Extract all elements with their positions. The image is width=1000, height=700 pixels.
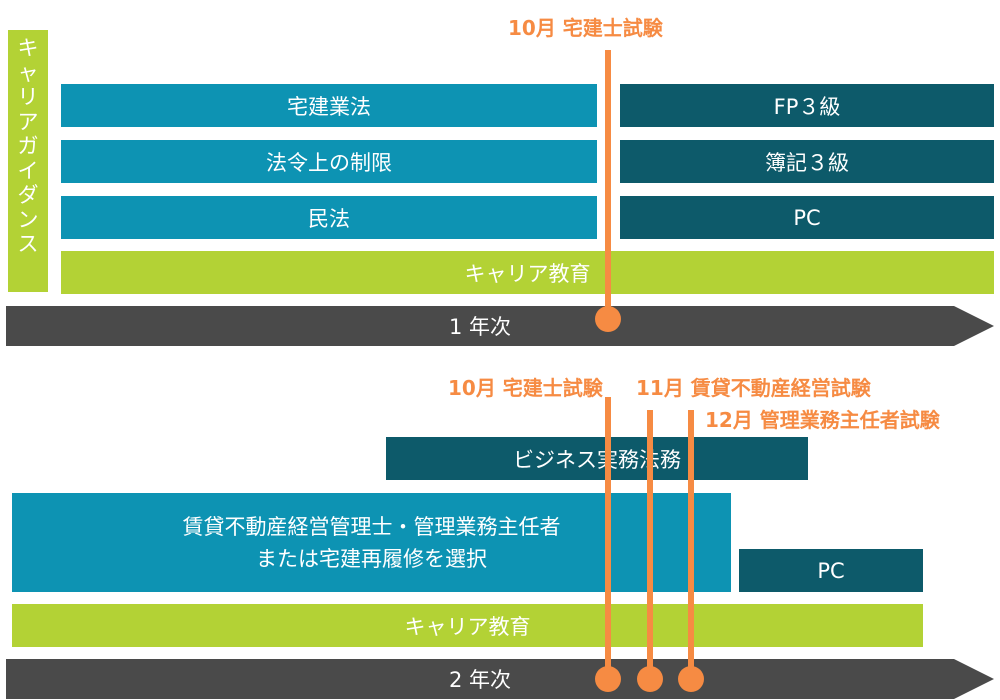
exam-dot-chintai xyxy=(637,666,663,692)
career-guidance-char: イ xyxy=(17,158,39,183)
exam-line-takken-y1 xyxy=(605,50,611,320)
exam-line-chintai xyxy=(647,410,653,672)
career-guidance-char: ダ xyxy=(17,183,39,207)
career-guidance-char: ガ xyxy=(17,134,39,158)
subject-takken-gyoho: 宅建業法 xyxy=(61,84,597,127)
career-guidance-char: ン xyxy=(17,207,39,232)
career-guidance-char: ャ xyxy=(17,60,39,85)
exam-dot-kanri xyxy=(678,666,704,692)
year2-timeline-arrow: 2 年次 xyxy=(6,659,994,699)
main-course-line-1: 賃貸不動産経営管理士・管理業務主任者 xyxy=(182,514,561,539)
subject-main-course: 賃貸不動産経営管理士・管理業務主任者 または宅建再履修を選択 xyxy=(12,493,731,592)
career-guidance-char: キ xyxy=(17,36,39,60)
subject-pc-y2: PC xyxy=(739,549,923,592)
main-course-line-2: または宅建再履修を選択 xyxy=(256,546,487,571)
career-education-y2: キャリア教育 xyxy=(12,604,923,647)
career-guidance-char: ア xyxy=(17,109,39,134)
career-guidance-char: リ xyxy=(17,85,39,109)
exam-label-chintai: 11月 賃貸不動産経営試験 xyxy=(636,376,871,400)
year2-label: 2 年次 xyxy=(448,668,512,692)
subject-business-law: ビジネス実務法務 xyxy=(386,437,808,480)
subject-minpo: 民法 xyxy=(61,196,597,239)
exam-label-takken-y2: 10月 宅建士試験 xyxy=(448,376,603,400)
subject-pc-y1: PC xyxy=(620,196,994,239)
career-guidance-char: ス xyxy=(17,232,39,256)
exam-dot-takken-y1 xyxy=(595,306,621,332)
exam-line-kanri xyxy=(688,410,694,672)
exam-dot-takken-y2 xyxy=(595,666,621,692)
subject-boki3: 簿記３級 xyxy=(620,140,994,183)
career-education-y1: キャリア教育 xyxy=(61,251,994,294)
exam-label-takken-y1: 10月 宅建士試験 xyxy=(508,16,663,40)
year1-label: 1 年次 xyxy=(448,315,512,339)
exam-line-takken-y2 xyxy=(605,397,611,672)
exam-label-kanri: 12月 管理業務主任者試験 xyxy=(705,408,940,432)
year1-timeline-arrow: 1 年次 xyxy=(6,306,994,346)
career-guidance-bar: キ ャ リ ア ガ イ ダ ン ス xyxy=(8,30,48,292)
subject-hourei: 法令上の制限 xyxy=(61,140,597,183)
subject-fp3: FP３級 xyxy=(620,84,994,127)
